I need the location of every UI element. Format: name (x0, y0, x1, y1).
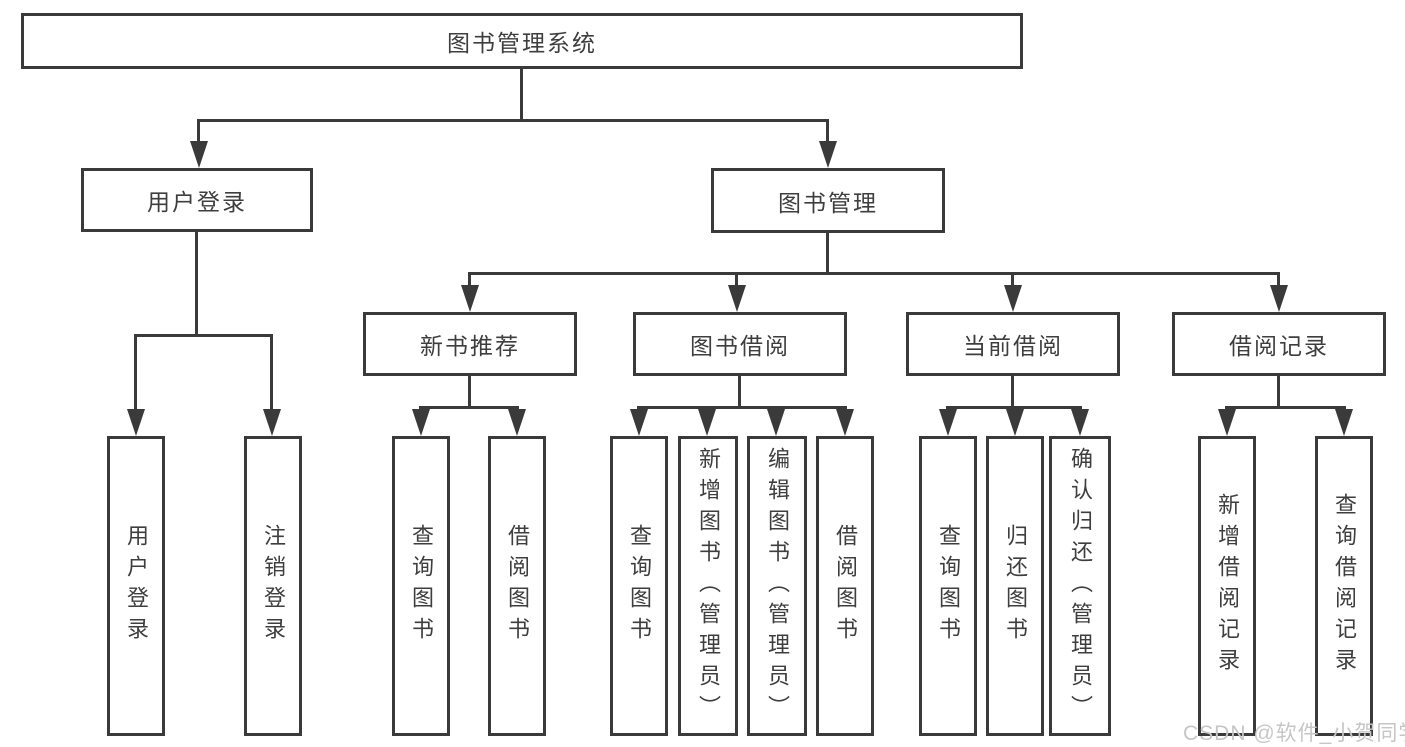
connector-borrowing-stub (735, 274, 738, 287)
watermark-text: CSDN @软件_小贺同学 (1183, 722, 1405, 745)
connector-user-login-split (134, 334, 273, 337)
leaf-add-borrow-record: 新增借阅记录 (1198, 436, 1256, 736)
node-new-book-recommendation-label: 新书推荐 (420, 333, 520, 359)
connector-level2-split (468, 272, 1280, 275)
leaf-return-books: 归还图书 (986, 436, 1044, 736)
leaf-logout-label: 注销登录 (261, 524, 286, 648)
node-root: 图书管理系统 (21, 13, 1023, 69)
leaf-borrow-books-recommend: 借阅图书 (488, 436, 546, 736)
node-book-management-label: 图书管理 (778, 189, 878, 216)
connector-book-mgmt-drop (826, 233, 829, 274)
connector-records-stub (1277, 274, 1280, 287)
arrowhead-recommend (461, 285, 479, 312)
arrowhead-borrowing-leaf-2 (698, 409, 716, 436)
arrowhead-recommend-leaf-1 (412, 409, 430, 436)
connector-current-stub (1011, 274, 1014, 287)
connector-login-leaf-stub (134, 336, 137, 412)
leaf-query-books-current-label: 查询图书 (936, 524, 961, 648)
node-user-login-label: 用户登录 (147, 189, 247, 215)
connector-recommend-drop (468, 376, 471, 408)
leaf-add-borrow-record-label: 新增借阅记录 (1215, 493, 1240, 679)
node-current-borrowing-label: 当前借阅 (963, 333, 1063, 359)
leaf-logout: 注销登录 (244, 436, 302, 736)
leaf-add-books-admin-label: 新增图书（管理员） (696, 446, 721, 726)
arrowhead-records-leaf-2 (1335, 409, 1353, 436)
arrowhead-login-leaf (127, 409, 145, 436)
arrowhead-records (1270, 285, 1288, 312)
connector-current-split (946, 406, 1082, 409)
connector-level1-split (197, 119, 829, 122)
node-new-book-recommendation: 新书推荐 (363, 312, 577, 376)
node-root-label: 图书管理系统 (447, 30, 597, 56)
leaf-borrow-books-borrowing-label: 借阅图书 (833, 524, 858, 648)
leaf-query-borrow-record: 查询借阅记录 (1315, 436, 1373, 736)
arrowhead-book-mgmt (819, 141, 837, 168)
leaf-return-books-label: 归还图书 (1003, 524, 1028, 648)
leaf-add-books-admin: 新增图书（管理员） (678, 436, 738, 736)
connector-records-split (1225, 406, 1346, 409)
arrowhead-current-leaf-3 (1071, 409, 1089, 436)
leaf-query-books-recommend-label: 查询图书 (409, 524, 434, 648)
arrowhead-logout-leaf (263, 409, 281, 436)
connector-current-drop (1011, 376, 1014, 408)
node-book-borrowing-label: 图书借阅 (690, 333, 790, 359)
arrowhead-user-login (190, 141, 208, 168)
connector-records-drop (1277, 376, 1280, 408)
leaf-query-books-recommend: 查询图书 (392, 436, 450, 736)
arrowhead-borrowing-leaf-4 (836, 409, 854, 436)
connector-recommend-stub (468, 274, 471, 287)
connector-recommend-split (419, 406, 519, 409)
arrowhead-recommend-leaf-2 (508, 409, 526, 436)
arrowhead-current-leaf-1 (939, 409, 957, 436)
arrowhead-borrowing-leaf-3 (767, 409, 785, 436)
leaf-query-books-borrowing-label: 查询图书 (627, 524, 652, 648)
arrowhead-records-leaf-1 (1218, 409, 1236, 436)
connector-book-mgmt-stub (826, 121, 829, 143)
connector-user-login-drop (195, 232, 198, 337)
leaf-borrow-books-borrowing: 借阅图书 (816, 436, 874, 736)
arrowhead-borrowing (728, 285, 746, 312)
connector-root-drop (520, 67, 523, 121)
arrowhead-current-leaf-2 (1006, 409, 1024, 436)
node-borrowing-records: 借阅记录 (1172, 312, 1386, 376)
node-borrowing-records-label: 借阅记录 (1229, 333, 1329, 359)
leaf-query-borrow-record-label: 查询借阅记录 (1332, 493, 1357, 679)
arrowhead-current (1004, 285, 1022, 312)
connector-user-login-stub (197, 121, 200, 143)
leaf-query-books-borrowing: 查询图书 (610, 436, 668, 736)
arrowhead-borrowing-leaf-1 (630, 409, 648, 436)
leaf-borrow-books-recommend-label: 借阅图书 (505, 524, 530, 648)
node-user-login: 用户登录 (81, 168, 313, 232)
node-book-management: 图书管理 (711, 168, 945, 233)
connector-borrowing-split (637, 406, 847, 409)
connector-borrowing-drop (738, 376, 741, 408)
leaf-query-books-current: 查询图书 (919, 436, 977, 736)
connector-logout-leaf-stub (270, 336, 273, 412)
leaf-user-login: 用户登录 (107, 436, 165, 736)
leaf-edit-books-admin-label: 编辑图书（管理员） (765, 446, 790, 726)
leaf-confirm-return-admin-label: 确认归还（管理员） (1068, 446, 1093, 726)
node-book-borrowing: 图书借阅 (633, 312, 847, 376)
leaf-user-login-label: 用户登录 (124, 524, 149, 648)
leaf-edit-books-admin: 编辑图书（管理员） (747, 436, 807, 736)
leaf-confirm-return-admin: 确认归还（管理员） (1049, 436, 1111, 736)
node-current-borrowing: 当前借阅 (906, 312, 1120, 376)
